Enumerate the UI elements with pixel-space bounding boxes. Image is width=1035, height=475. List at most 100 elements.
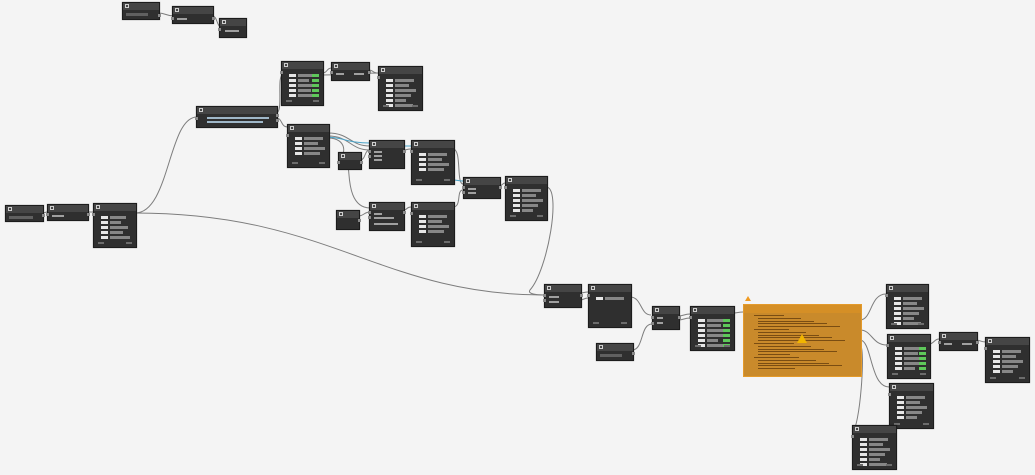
input-port[interactable] bbox=[587, 294, 590, 297]
operation-node[interactable] bbox=[46, 204, 90, 221]
output-port[interactable] bbox=[499, 186, 502, 189]
node-header[interactable] bbox=[412, 141, 454, 148]
input-port[interactable] bbox=[851, 435, 854, 438]
input-field[interactable] bbox=[600, 354, 622, 357]
number-input-node[interactable] bbox=[336, 210, 361, 230]
input-port[interactable] bbox=[543, 294, 546, 297]
node-header[interactable] bbox=[370, 203, 404, 210]
output-port[interactable] bbox=[276, 114, 279, 117]
code-line[interactable] bbox=[207, 117, 269, 119]
output-port[interactable] bbox=[678, 316, 681, 319]
node-header[interactable] bbox=[853, 426, 896, 433]
input-port[interactable] bbox=[885, 294, 888, 297]
list-watch-node[interactable] bbox=[504, 176, 548, 221]
operation-node[interactable] bbox=[462, 177, 502, 199]
operation-node[interactable] bbox=[543, 284, 583, 308]
list-watch-node[interactable] bbox=[851, 425, 897, 470]
node-header[interactable] bbox=[339, 153, 361, 160]
output-port[interactable] bbox=[580, 294, 583, 297]
node-header[interactable] bbox=[887, 285, 928, 292]
node-header[interactable] bbox=[940, 333, 977, 340]
node-header[interactable] bbox=[6, 206, 43, 213]
input-port[interactable] bbox=[46, 213, 49, 216]
node-header[interactable] bbox=[173, 7, 213, 14]
node-header[interactable] bbox=[888, 335, 930, 342]
list-watch-node[interactable] bbox=[888, 383, 934, 429]
operation-node[interactable] bbox=[368, 140, 406, 169]
code-line[interactable] bbox=[207, 121, 263, 123]
input-port[interactable] bbox=[218, 28, 221, 31]
node-header[interactable] bbox=[288, 125, 329, 132]
output-port[interactable] bbox=[368, 71, 371, 74]
list-watch-node[interactable] bbox=[410, 202, 455, 247]
operation-node[interactable] bbox=[330, 62, 371, 81]
operation-node[interactable] bbox=[368, 202, 406, 231]
list-watch-node[interactable] bbox=[689, 306, 735, 351]
list-watch-node[interactable] bbox=[984, 337, 1030, 383]
node-header[interactable] bbox=[94, 204, 136, 211]
input-port[interactable] bbox=[938, 341, 941, 344]
node-header[interactable] bbox=[653, 307, 679, 314]
number-input-node[interactable] bbox=[122, 2, 161, 20]
input-port[interactable] bbox=[410, 150, 413, 153]
list-watch-node[interactable] bbox=[885, 284, 929, 329]
input-port[interactable] bbox=[92, 213, 95, 216]
operation-node[interactable] bbox=[337, 152, 363, 170]
node-header[interactable] bbox=[370, 141, 404, 148]
node-header[interactable] bbox=[545, 285, 581, 292]
input-port[interactable] bbox=[337, 161, 340, 164]
string-input-node[interactable] bbox=[596, 343, 635, 361]
output-port[interactable] bbox=[976, 341, 979, 344]
output-port[interactable] bbox=[276, 119, 279, 122]
input-port[interactable] bbox=[462, 191, 465, 194]
node-header[interactable] bbox=[332, 63, 369, 70]
input-port[interactable] bbox=[330, 71, 333, 74]
list-watch-node[interactable] bbox=[92, 203, 137, 248]
node-header[interactable] bbox=[464, 178, 500, 185]
output-port[interactable] bbox=[358, 219, 361, 222]
list-watch-node[interactable] bbox=[410, 140, 455, 185]
output-port[interactable] bbox=[42, 214, 45, 217]
operation-node[interactable] bbox=[938, 332, 979, 351]
input-port[interactable] bbox=[286, 134, 289, 137]
list-watch-node[interactable] bbox=[587, 284, 632, 328]
input-port[interactable] bbox=[195, 117, 198, 120]
node-header[interactable] bbox=[282, 62, 323, 69]
operation-node[interactable] bbox=[651, 306, 681, 330]
node-header[interactable] bbox=[506, 177, 547, 184]
input-field[interactable] bbox=[9, 216, 33, 219]
script-text[interactable] bbox=[754, 315, 853, 370]
node-header[interactable] bbox=[337, 211, 359, 218]
list-watch-node[interactable] bbox=[886, 334, 931, 379]
node-header[interactable] bbox=[890, 384, 933, 391]
input-port[interactable] bbox=[171, 17, 174, 20]
code-block-node[interactable] bbox=[195, 106, 279, 128]
input-port[interactable] bbox=[410, 212, 413, 215]
node-header[interactable] bbox=[744, 305, 861, 313]
output-port[interactable] bbox=[360, 161, 363, 164]
node-header[interactable] bbox=[589, 285, 631, 292]
watch-node[interactable] bbox=[218, 18, 247, 38]
node-header[interactable] bbox=[597, 344, 633, 351]
input-port[interactable] bbox=[651, 316, 654, 319]
node-header[interactable] bbox=[412, 203, 454, 210]
input-port[interactable] bbox=[543, 299, 546, 302]
list-watch-node[interactable] bbox=[286, 124, 330, 168]
input-port[interactable] bbox=[888, 393, 891, 396]
list-watch-node[interactable] bbox=[377, 66, 423, 111]
input-port[interactable] bbox=[280, 71, 283, 74]
input-port[interactable] bbox=[504, 186, 507, 189]
input-port[interactable] bbox=[689, 316, 692, 319]
input-port[interactable] bbox=[984, 347, 987, 350]
output-port[interactable] bbox=[158, 14, 161, 17]
input-port[interactable] bbox=[886, 344, 889, 347]
input-port[interactable] bbox=[462, 186, 465, 189]
output-port[interactable] bbox=[403, 150, 406, 153]
input-port[interactable] bbox=[368, 211, 371, 214]
input-port[interactable] bbox=[377, 76, 380, 79]
node-header[interactable] bbox=[379, 67, 422, 74]
string-input-node[interactable] bbox=[5, 205, 45, 222]
operation-node[interactable] bbox=[171, 6, 215, 24]
output-port[interactable] bbox=[632, 352, 635, 355]
